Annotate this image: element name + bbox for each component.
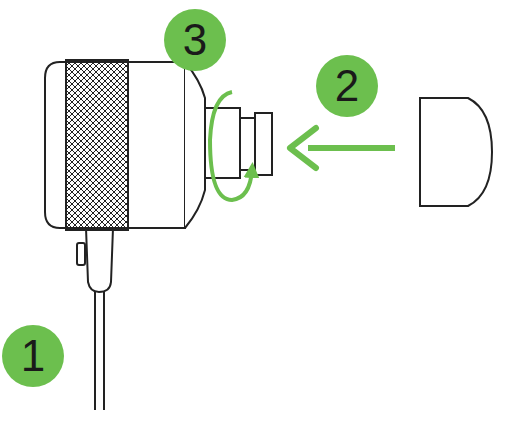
rotate-arrow — [210, 92, 252, 200]
push-arrowhead — [290, 128, 316, 168]
earphone-body — [45, 60, 272, 410]
callout-circle: 1 — [2, 325, 64, 387]
push-arrow — [308, 145, 395, 151]
callout-number: 1 — [21, 334, 45, 378]
callout-circle: 3 — [164, 9, 226, 71]
callout-circle: 2 — [316, 55, 378, 117]
ear-tip — [420, 98, 492, 206]
callout-number: 2 — [335, 64, 359, 108]
callout-number: 3 — [183, 18, 207, 62]
